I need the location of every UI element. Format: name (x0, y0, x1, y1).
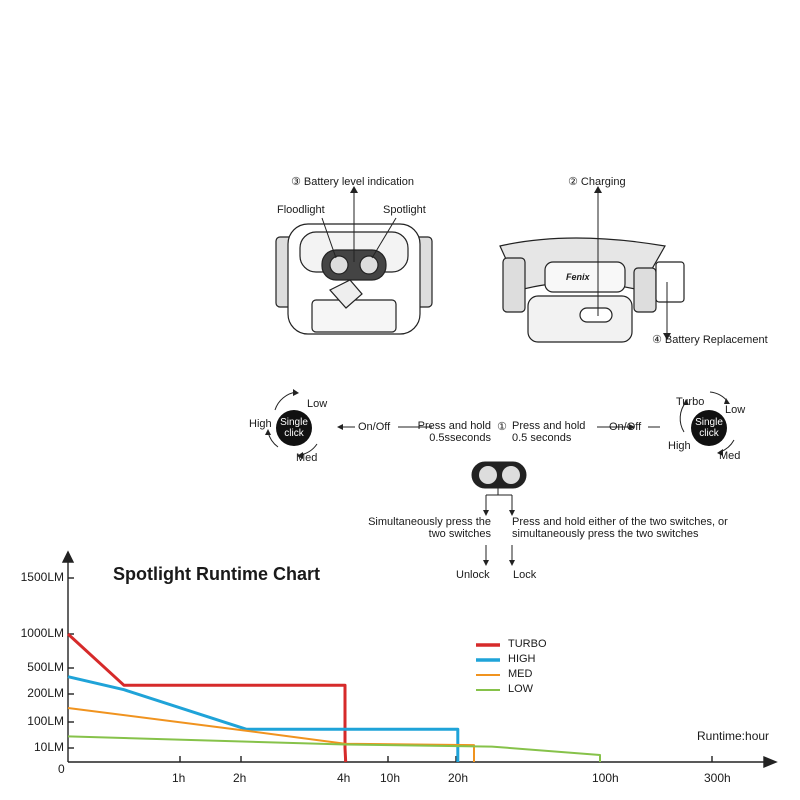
floodlight-label: Floodlight (277, 204, 325, 216)
x-tick-label: 4h (337, 771, 351, 785)
right-med-label: Med (719, 450, 741, 462)
right-single-click-button: Single click (691, 410, 727, 446)
y-tick-label: 200LM (27, 686, 64, 700)
y-tick-label: 100LM (27, 714, 64, 728)
step-marker: ① (497, 421, 507, 433)
right-high-label: High (668, 440, 691, 452)
origin-label: 0 (58, 762, 65, 776)
x-tick-label: 1h (172, 771, 186, 785)
legend-label-med: MED (508, 668, 533, 680)
charging-label: ② Charging (568, 176, 626, 188)
x-tick-label: 20h (448, 771, 469, 785)
headlamp-side-view (499, 237, 685, 343)
x-axis-label: Runtime:hour (697, 729, 770, 743)
x-tick-label: 10h (380, 771, 401, 785)
right-low-label: Low (725, 404, 746, 416)
battery-indication-label: ③ Battery level indication (291, 176, 414, 188)
series-line-low (67, 735, 601, 762)
left-onoff-label: On/Off (358, 421, 391, 433)
y-tick-label: 500LM (27, 660, 64, 674)
left-press-hold-label: Press and hold 0.5sseconds (417, 420, 491, 444)
series-line-high (67, 675, 460, 762)
left-high-label: High (249, 418, 272, 430)
x-tick-label: 300h (704, 771, 731, 785)
y-axis-arrow (61, 550, 75, 563)
legend-label-turbo: TURBO (508, 638, 547, 650)
right-press-hold-label: Press and hold 0.5 seconds (512, 420, 586, 444)
legend-label-low: LOW (508, 683, 534, 695)
legend-label-high: HIGH (508, 653, 536, 665)
headlamp-front-view (275, 223, 433, 335)
y-tick-label: 1000LM (20, 626, 64, 640)
right-turbo-label: Turbo (676, 396, 705, 408)
chart-title: Spotlight Runtime Chart (113, 564, 320, 584)
x-axis-arrow (763, 755, 778, 769)
unlock-instruction: Simultaneously press the two switches (368, 516, 491, 540)
series-line-med (67, 707, 475, 762)
brand-logo: Fenix (566, 272, 590, 282)
right-onoff-label: On/Off (609, 421, 642, 433)
y-tick-label: 1500LM (20, 570, 64, 584)
lock-label: Lock (513, 569, 537, 581)
y-tick-label: 10LM (33, 740, 64, 754)
switch-module (471, 461, 527, 489)
lock-instruction: Press and hold either of the two switche… (512, 516, 728, 540)
x-tick-label: 2h (233, 771, 247, 785)
battery-replacement-label: ④ Battery Replacement (652, 334, 768, 346)
left-med-label: Med (296, 452, 318, 464)
unlock-label: Unlock (456, 569, 490, 581)
x-tick-label: 100h (592, 771, 619, 785)
left-low-label: Low (307, 398, 328, 410)
spotlight-label: Spotlight (383, 204, 426, 216)
series-line-turbo (66, 632, 348, 763)
left-single-click-button: Single click (276, 410, 312, 446)
